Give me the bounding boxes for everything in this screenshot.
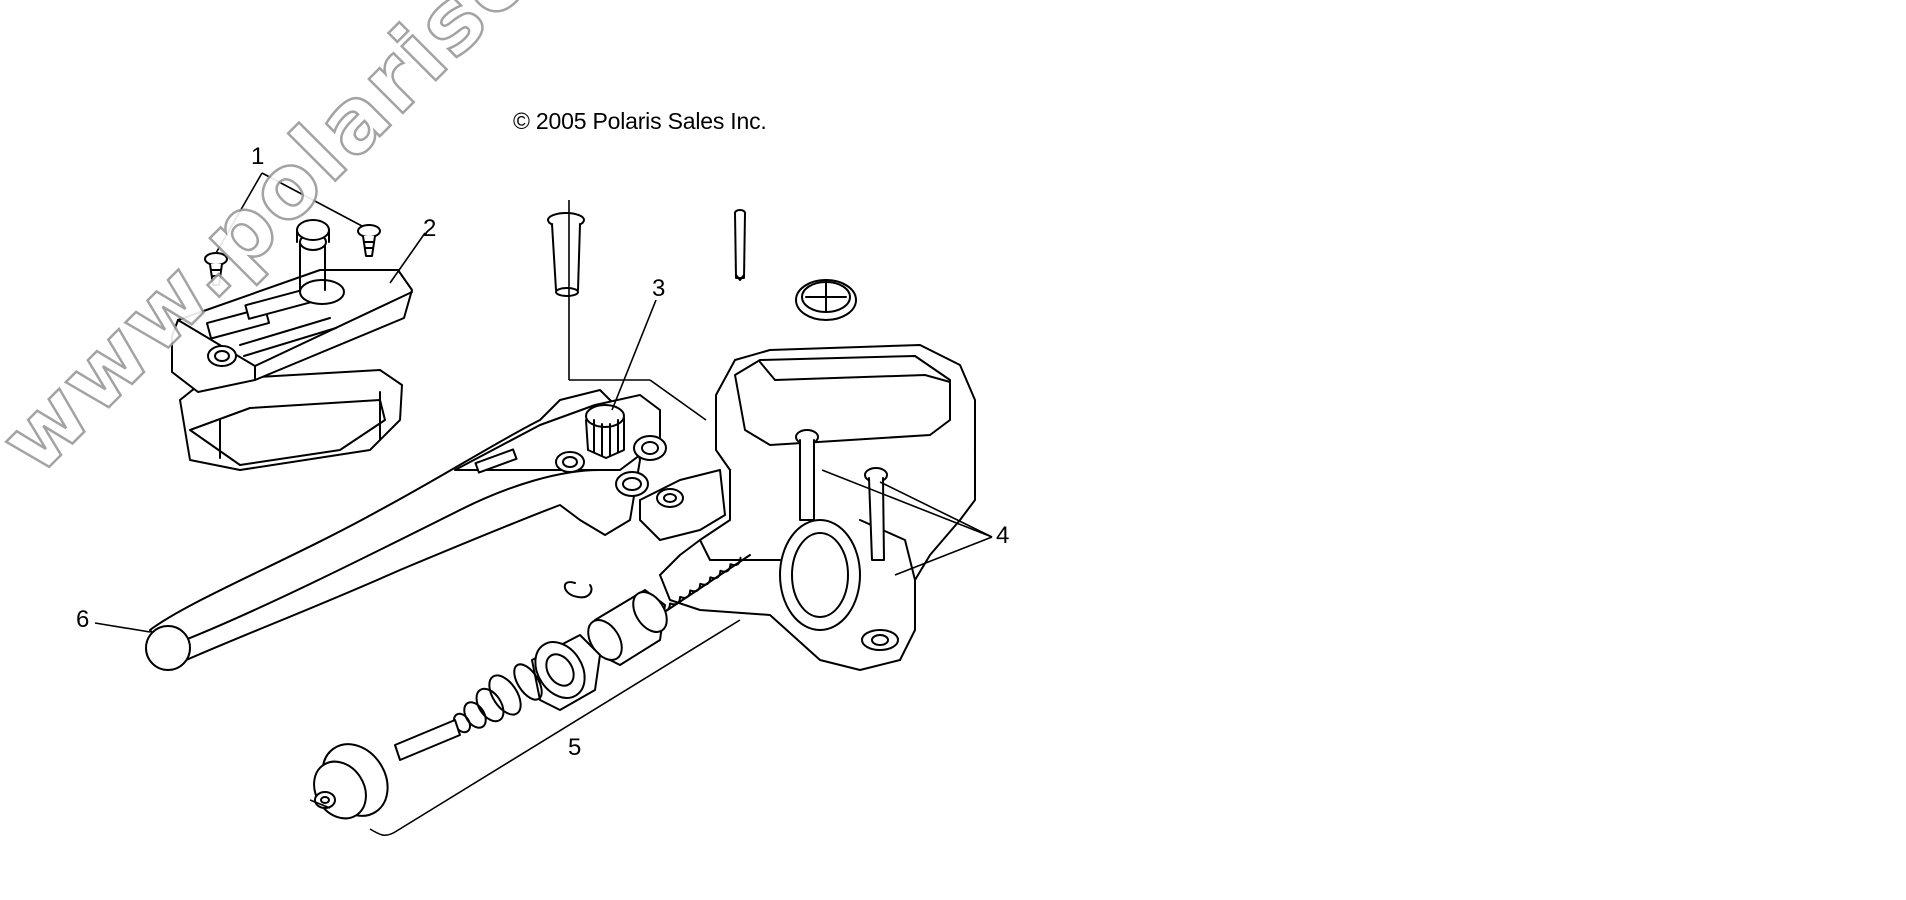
piston-spring (659, 554, 751, 616)
callout-4: 4 (996, 522, 1009, 549)
piston (587, 589, 668, 666)
clamp-bolt-left (795, 429, 819, 521)
cover-screw-right (357, 224, 381, 257)
callout-2: 2 (423, 215, 436, 242)
pushrod-boot (313, 719, 461, 820)
e-clip (563, 581, 593, 599)
lever-adjuster-knob (585, 404, 667, 461)
copyright-notice: © 2005 Polaris Sales Inc. (513, 108, 767, 134)
reservoir-cover-assembly (171, 219, 413, 471)
cover-screw-left (204, 252, 228, 286)
pivot-bushing (547, 212, 585, 297)
callout-6: 6 (76, 606, 89, 633)
callout-5: 5 (568, 734, 581, 761)
pivot-bolt (734, 209, 746, 281)
callout-3: 3 (652, 275, 665, 302)
reservoir-cap (795, 279, 857, 321)
master-cylinder-body (639, 344, 976, 671)
small-oring (615, 471, 649, 497)
piston-cup (531, 634, 601, 711)
return-spring (452, 663, 543, 734)
callout-1: 1 (251, 143, 264, 170)
clamp-bolt-right (864, 467, 888, 561)
